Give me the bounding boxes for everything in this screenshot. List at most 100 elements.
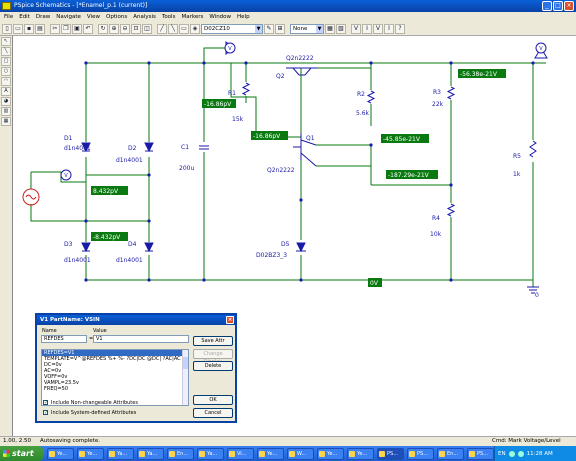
menu-edit[interactable]: Edit <box>19 14 30 20</box>
dialog-close-button[interactable]: × <box>226 316 234 324</box>
zoom-area-icon[interactable]: ⊡ <box>131 23 141 34</box>
list-item[interactable]: TEMPLATE=V^@REFDES %+ %- ?DC|DC @DC| ?AC… <box>44 356 189 362</box>
menu-file[interactable]: File <box>4 14 14 20</box>
start-button[interactable]: start <box>0 446 44 461</box>
taskbar-item[interactable]: PS... <box>467 447 494 460</box>
menu-navigate[interactable]: Navigate <box>56 14 81 20</box>
menu-help[interactable]: Help <box>237 14 250 20</box>
voltage-box-3[interactable]: -16.86pV <box>202 99 236 108</box>
value-field[interactable]: V1 <box>93 335 189 343</box>
graph-icon[interactable]: ▥ <box>1 107 11 116</box>
language-indicator[interactable]: EN <box>498 450 506 457</box>
draw-block-icon[interactable]: ▭ <box>179 23 189 34</box>
menu-markers[interactable]: Markers <box>181 14 204 20</box>
voltage-box-5[interactable]: -56.38e-21V <box>458 69 506 78</box>
bias-current-icon[interactable]: I <box>384 23 394 34</box>
circle-tool-icon[interactable]: ○ <box>1 67 11 76</box>
bias-voltage-icon[interactable]: V <box>373 23 383 34</box>
pointer-icon[interactable]: ↖ <box>1 37 11 46</box>
taskbar-item[interactable]: PS... <box>407 447 434 460</box>
taskbar-item[interactable]: W... <box>287 447 314 460</box>
probe-icon[interactable]: ▦ <box>1 117 11 126</box>
copy-icon[interactable]: ❐ <box>61 23 71 34</box>
line-tool-icon[interactable]: ╲ <box>1 47 11 56</box>
list-item[interactable]: VAMPL=23.5v <box>44 380 79 386</box>
list-item[interactable]: AC=0v <box>44 368 62 374</box>
taskbar-item[interactable]: Ya... <box>197 447 224 460</box>
net-combo[interactable]: None▼ <box>290 23 324 34</box>
list-item[interactable]: REFDES=V1 <box>42 350 188 356</box>
taskbar-item[interactable]: En... <box>437 447 464 460</box>
draw-bus-icon[interactable]: ╲ <box>168 23 178 34</box>
close-button[interactable]: × <box>564 1 574 11</box>
cut-icon[interactable]: ✂ <box>50 23 60 34</box>
minimize-button[interactable]: _ <box>542 1 552 11</box>
menu-tools[interactable]: Tools <box>161 14 176 20</box>
voltage-box-1[interactable]: 8.432pV <box>91 186 128 195</box>
taskbar-item[interactable]: Ye... <box>77 447 104 460</box>
app-icon <box>349 450 355 457</box>
undo-icon[interactable]: ↶ <box>83 23 93 34</box>
new-file-icon[interactable]: ▯ <box>2 23 12 34</box>
list-item[interactable]: DC=0v <box>44 362 62 368</box>
draw-wire-icon[interactable]: ╱ <box>157 23 167 34</box>
print-icon[interactable]: ▤ <box>35 23 45 34</box>
simulate-icon[interactable]: ▦ <box>325 23 335 34</box>
redraw-icon[interactable]: ↻ <box>98 23 108 34</box>
menu-window[interactable]: Window <box>209 14 232 20</box>
voltage-box-7[interactable]: -187.29e-21V <box>386 170 438 179</box>
list-item[interactable]: FREQ=50 <box>44 386 68 392</box>
rectangle-tool-icon[interactable]: □ <box>1 57 11 66</box>
attribute-list[interactable]: REFDES=V1 TEMPLATE=V^@REFDES %+ %- ?DC|D… <box>41 349 189 406</box>
scrollbar-thumb[interactable] <box>183 357 188 369</box>
taskbar-item[interactable]: Ye... <box>347 447 374 460</box>
save-attr-button[interactable]: Save Attr <box>193 336 233 346</box>
network-icon[interactable] <box>508 450 515 457</box>
taskbar-item[interactable]: En... <box>167 447 194 460</box>
edit-symbol-icon[interactable]: ⊞ <box>275 23 285 34</box>
cancel-button[interactable]: Cancel <box>193 408 233 418</box>
delete-button[interactable]: Delete <box>193 361 233 371</box>
open-folder-icon[interactable]: ▭ <box>13 23 23 34</box>
taskbar-item[interactable]: Ya... <box>137 447 164 460</box>
taskbar-item[interactable]: PS... <box>377 447 404 460</box>
part-name-combo[interactable]: D02CZ10▼ <box>201 23 263 34</box>
paste-icon[interactable]: ▣ <box>72 23 82 34</box>
current-marker-icon[interactable]: I <box>362 23 372 34</box>
menu-view[interactable]: View <box>86 14 100 20</box>
text-tool-icon[interactable]: A <box>1 87 11 96</box>
name-field[interactable]: REFDES <box>41 335 87 343</box>
list-scrollbar[interactable] <box>182 350 188 405</box>
taskbar-item[interactable]: Ye... <box>317 447 344 460</box>
taskbar-item[interactable]: Vi... <box>227 447 254 460</box>
help-icon[interactable]: ? <box>395 23 405 34</box>
ok-button[interactable]: OK <box>193 395 233 405</box>
get-part-icon[interactable]: ◈ <box>190 23 200 34</box>
menu-options[interactable]: Options <box>105 14 128 20</box>
voltage-box-6[interactable]: -45.85e-21V <box>381 134 429 143</box>
maximize-button[interactable]: □ <box>553 1 563 11</box>
edit-attributes-icon[interactable]: ✎ <box>264 23 274 34</box>
voltage-box-8[interactable]: 0V <box>368 278 382 287</box>
taskbar-item[interactable]: Ye... <box>257 447 284 460</box>
volume-icon[interactable] <box>517 450 524 457</box>
setup-icon[interactable]: ▧ <box>336 23 346 34</box>
arc-tool-icon[interactable]: ◠ <box>1 77 11 86</box>
menu-draw[interactable]: Draw <box>35 14 51 20</box>
taskbar-item[interactable]: Ye... <box>47 447 74 460</box>
save-icon[interactable]: ▪ <box>24 23 34 34</box>
voltage-box-4[interactable]: -16.86pV <box>251 131 288 140</box>
clock[interactable]: 11:28 AM <box>526 450 553 457</box>
zoom-fit-icon[interactable]: ◫ <box>142 23 152 34</box>
change-display-button[interactable]: Change Display <box>193 349 233 365</box>
system-checkbox[interactable]: ✓ <box>43 410 49 416</box>
menu-analysis[interactable]: Analysis <box>133 14 156 20</box>
nonchangeable-checkbox[interactable]: ✓ <box>43 400 49 406</box>
taskbar-item[interactable]: Ya... <box>107 447 134 460</box>
voltage-marker-icon[interactable]: V <box>351 23 361 34</box>
list-item[interactable]: VOFF=0v <box>44 374 68 380</box>
color-palette-icon[interactable]: ◕ <box>1 97 11 106</box>
zoom-out-icon[interactable]: ⊖ <box>120 23 130 34</box>
voltage-box-2[interactable]: -8.432pV <box>91 232 128 241</box>
zoom-in-icon[interactable]: ⊕ <box>109 23 119 34</box>
